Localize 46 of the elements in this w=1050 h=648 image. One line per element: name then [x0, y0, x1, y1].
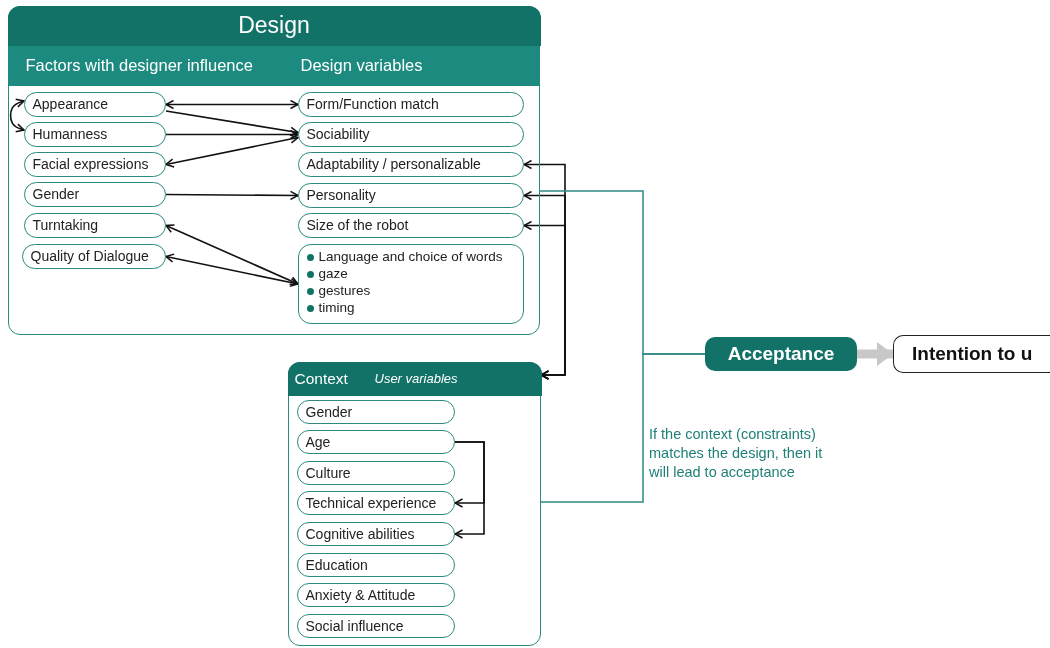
- column-heading: Factors with designer influence: [7, 45, 271, 86]
- arrow: [165, 99, 299, 110]
- panel-title: Design: [7, 5, 541, 46]
- design-panel: [8, 6, 540, 335]
- column-heading: Design variables: [270, 45, 540, 86]
- variable-pill: Gender: [296, 399, 455, 424]
- arrow: [165, 190, 299, 201]
- variable-pill: Social influence: [296, 613, 455, 638]
- variable-pill: Appearance: [23, 91, 166, 117]
- variable-pill: Humanness: [23, 121, 166, 147]
- connector-line: [540, 353, 706, 503]
- list-item: gaze: [306, 264, 519, 282]
- variable-pill: Gender: [23, 181, 166, 207]
- panel-subtitle: User variables: [374, 370, 458, 388]
- variable-pill: Technical experience: [296, 490, 455, 515]
- list-item: gestures: [306, 281, 519, 299]
- list-item: Language and choice of words: [306, 247, 519, 265]
- arrow: [857, 342, 893, 366]
- variable-pill: Size of the robot: [297, 212, 524, 238]
- arrow: [165, 110, 299, 136]
- variable-pill: Anxiety & Attitude: [296, 582, 455, 607]
- variable-pill: Adaptability / personalizable: [297, 151, 524, 177]
- variable-pill: Personality: [297, 182, 524, 208]
- outcome-box: Intention to u: [893, 335, 1050, 373]
- arrow: [9, 98, 25, 133]
- variable-pill: Education: [296, 552, 455, 577]
- context-panel: [288, 362, 541, 646]
- arrow: [165, 224, 299, 286]
- note-text: If the context (constraints) matches the design, then it will lead to acceptance: [649, 425, 824, 482]
- outcome-box: Acceptance: [705, 337, 857, 371]
- variable-pill: Age: [296, 429, 455, 454]
- panel-title: Context: [294, 368, 348, 389]
- arrow: [523, 220, 566, 380]
- variable-pill: Turntaking: [23, 212, 166, 238]
- bullet-list-box: [297, 243, 524, 324]
- variable-pill: Sociability: [297, 121, 524, 147]
- variable-pill: Cognitive abilities: [296, 521, 455, 546]
- list-item: timing: [306, 298, 519, 316]
- arrow: [165, 253, 299, 288]
- variable-pill: Culture: [296, 460, 455, 485]
- arrow: [165, 129, 299, 140]
- variable-pill: Quality of Dialogue: [21, 243, 166, 269]
- arrow: [454, 441, 485, 539]
- variable-pill: Form/Function match: [297, 91, 524, 117]
- arrow: [165, 134, 299, 168]
- variable-pill: Facial expressions: [23, 151, 166, 177]
